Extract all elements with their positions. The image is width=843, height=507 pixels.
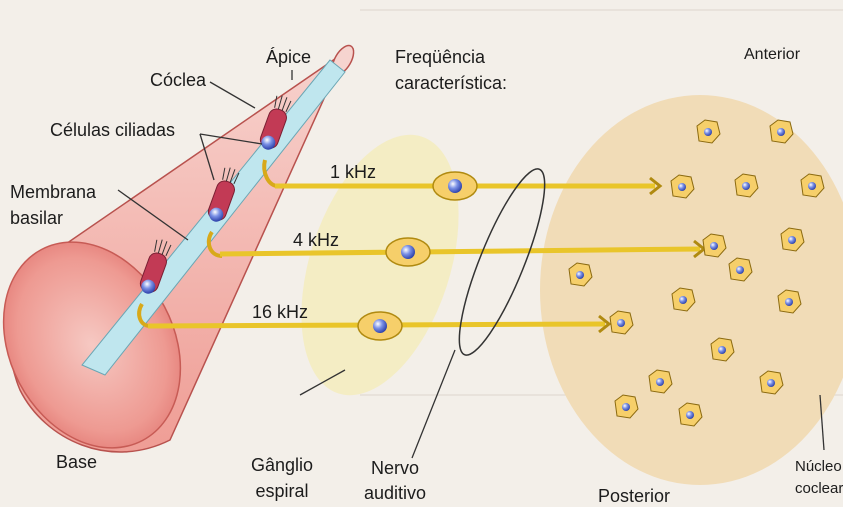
label-frequency-16khz: 16 kHz — [252, 302, 308, 323]
label-spiral-ganglion-2: espiral — [232, 481, 332, 502]
label-auditory-nerve-2: auditivo — [345, 483, 445, 504]
label-frequency-4khz: 4 kHz — [293, 230, 339, 251]
label-cochlea: Cóclea — [150, 70, 206, 91]
label-base: Base — [56, 452, 97, 473]
label-basilar-membrane-1: Membrana — [10, 182, 96, 203]
cochlea — [0, 42, 358, 479]
label-apex: Ápice — [266, 47, 311, 68]
label-spiral-ganglion-1: Gânglio — [232, 455, 332, 476]
label-characteristic-frequency-1: Freqüência — [395, 47, 485, 68]
label-hair-cells: Células ciliadas — [50, 120, 175, 141]
label-cochlear-nucleus-2: coclear — [795, 478, 843, 499]
spiral-ganglion — [272, 115, 489, 415]
label-anterior: Anterior — [744, 44, 800, 65]
label-characteristic-frequency-2: característica: — [395, 73, 507, 94]
label-cochlear-nucleus-1: Núcleo — [795, 456, 842, 477]
label-auditory-nerve-1: Nervo — [345, 458, 445, 479]
label-basilar-membrane-2: basilar — [10, 208, 63, 229]
label-frequency-1khz: 1 kHz — [330, 162, 376, 183]
